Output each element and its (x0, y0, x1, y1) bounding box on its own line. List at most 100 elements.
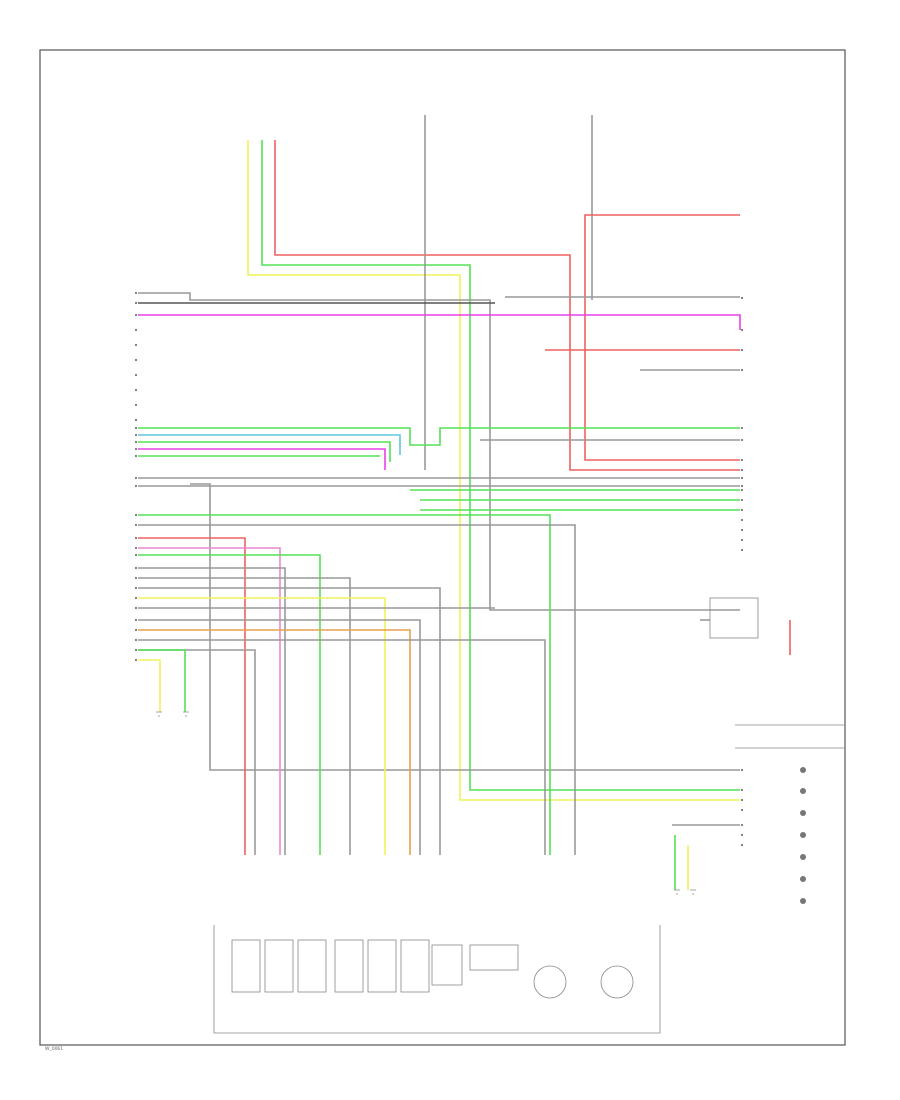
speed-sensor-1-icon (533, 965, 567, 999)
red-wire (584, 214, 740, 461)
pin-dot (134, 513, 138, 517)
green-wire (138, 514, 551, 855)
pin-dot (740, 488, 744, 492)
gray-wire (138, 649, 256, 855)
green-wire (261, 140, 740, 791)
solenoid-f-icon (400, 939, 430, 993)
pin-dot (134, 658, 138, 662)
gray-wire (138, 639, 546, 855)
pin-dot (134, 301, 138, 305)
gray-wire (138, 587, 441, 855)
pin-dot (740, 528, 744, 532)
pin-dot (134, 313, 138, 317)
pin-dot (134, 546, 138, 550)
pin-dot (134, 553, 138, 557)
lamp-icon (800, 854, 806, 860)
solenoid-b-icon (264, 939, 294, 993)
pin-dot (740, 768, 744, 772)
red-wire (138, 537, 246, 855)
pin-dot (134, 576, 138, 580)
green-wire (138, 427, 740, 446)
pin-dot (134, 343, 138, 347)
pin-dot (740, 538, 744, 542)
pin-dot (740, 788, 744, 792)
speed-sensor-2-icon (600, 965, 634, 999)
gray-wire (138, 567, 286, 855)
lamp-icon (800, 788, 806, 794)
solenoid-d-icon (334, 939, 364, 993)
pin-dot (134, 484, 138, 488)
gray-wire (138, 577, 351, 855)
pcm-pin-column (134, 291, 744, 847)
pin-dot (134, 523, 138, 527)
yellow-wire (247, 140, 740, 801)
brake-switch-icon (709, 597, 759, 639)
pin-dot (740, 328, 744, 332)
pin-dot (134, 433, 138, 437)
lamp-icon (800, 876, 806, 882)
yellow-wire (138, 659, 161, 712)
pin-dot (134, 618, 138, 622)
pin-dot (740, 484, 744, 488)
pin-dot (134, 536, 138, 540)
green-wire (138, 649, 186, 712)
pin-dot (134, 388, 138, 392)
shift-indicator-lamps (800, 767, 806, 904)
pin-dot (134, 606, 138, 610)
green-wire (138, 554, 321, 855)
ground-icon (674, 889, 680, 895)
ground-icon (156, 711, 162, 717)
red-wire (274, 140, 740, 471)
lamp-icon (800, 832, 806, 838)
pin-dot (134, 440, 138, 444)
footer-code: W_0061 (45, 1046, 63, 1052)
pin-dot (740, 476, 744, 480)
pin-dot (740, 823, 744, 827)
pin-dot (134, 596, 138, 600)
gray-wire (138, 292, 740, 611)
ground-icon (690, 889, 696, 895)
pin-dot (134, 638, 138, 642)
pin-dot (740, 468, 744, 472)
pin-dot (740, 296, 744, 300)
pin-dot (134, 418, 138, 422)
solenoid-a-icon (231, 939, 261, 993)
transmission-box (213, 925, 661, 1034)
pin-dot (740, 348, 744, 352)
gray-wire (138, 619, 421, 855)
solenoid-e-icon (367, 939, 397, 993)
lamp-icon (800, 767, 806, 773)
pin-dot (134, 628, 138, 632)
switch-icon (431, 944, 463, 986)
pin-dot (134, 373, 138, 377)
pin-dot (134, 566, 138, 570)
solenoid-c-icon (297, 939, 327, 993)
pin-dot (134, 291, 138, 295)
pin-dot (134, 328, 138, 332)
magenta-wire (138, 448, 386, 470)
pin-dot (740, 458, 744, 462)
pin-dot (740, 498, 744, 502)
pin-dot (134, 358, 138, 362)
pin-dot (740, 843, 744, 847)
lamp-icon (800, 898, 806, 904)
pin-dot (134, 586, 138, 590)
ground-icon (183, 711, 189, 717)
pin-dot (134, 426, 138, 430)
gray-wire (190, 483, 740, 771)
pin-dot (740, 438, 744, 442)
magenta-wire (138, 314, 741, 330)
pin-dot (134, 454, 138, 458)
pin-dot (740, 508, 744, 512)
component-layer (134, 291, 845, 1034)
pin-dot (740, 368, 744, 372)
green-wire (138, 441, 391, 462)
pin-dot (134, 648, 138, 652)
gray-wire (138, 524, 576, 855)
lamp-icon (800, 810, 806, 816)
wire-layer (138, 115, 791, 890)
yellow-wire (138, 597, 386, 855)
pin-dot (740, 518, 744, 522)
orange-wire (138, 629, 411, 855)
